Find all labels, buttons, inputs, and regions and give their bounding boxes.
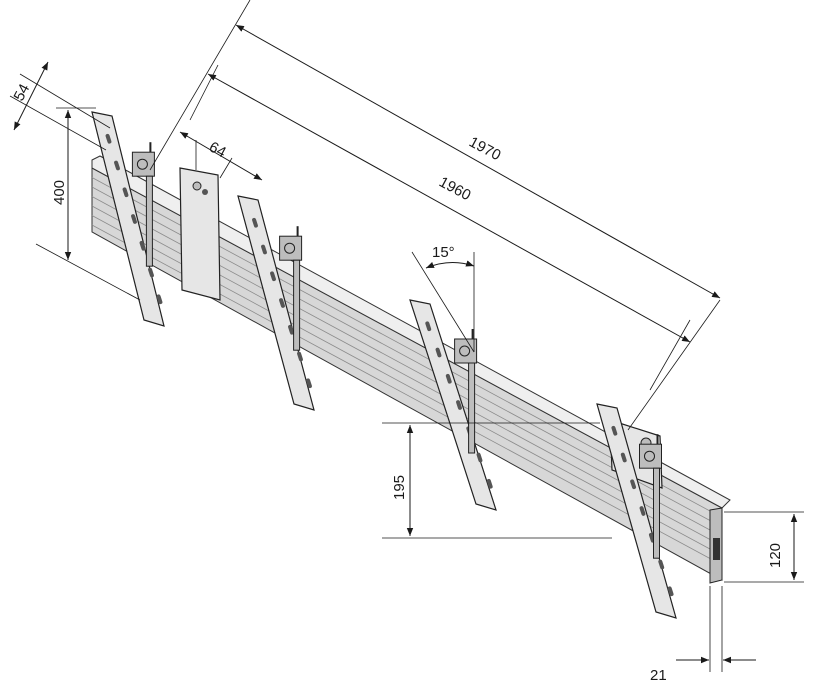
support-arm: [653, 467, 660, 559]
locking-knob: [644, 450, 655, 462]
label-mount-offset: 64: [206, 139, 229, 162]
label-rail-height: 120: [767, 543, 784, 568]
label-bracket-depth: 54: [11, 81, 34, 104]
dimension-bracket-depth: 54: [9, 61, 111, 151]
dimension-rail-height: 120: [724, 511, 804, 583]
tilt-bracket: [409, 299, 497, 511]
locking-knob: [459, 345, 471, 357]
dimension-rail-depth: 21: [650, 586, 756, 684]
locking-knob: [284, 242, 296, 254]
dimension-hole-spacing: 195: [382, 422, 612, 539]
label-hole-spacing: 195: [391, 475, 408, 500]
support-arm: [293, 259, 301, 351]
tilt-bracket: [596, 403, 677, 619]
label-bracket-height: 400: [51, 180, 68, 205]
support-arm: [468, 362, 476, 454]
label-rail-length: 1960: [436, 174, 473, 205]
tilt-bracket: [91, 111, 165, 327]
locking-knob: [136, 158, 148, 170]
dimension-bracket-height: 400: [35, 107, 141, 301]
label-tilt-angle: 15°: [432, 244, 455, 261]
rail-end-clip: [713, 538, 720, 560]
dimension-mount-offset: 64: [179, 131, 263, 181]
label-total-length: 1970: [466, 134, 503, 165]
wall-plate-left: [179, 167, 221, 301]
label-rail-depth: 21: [650, 667, 667, 684]
support-arm: [145, 175, 153, 267]
dimension-tilt-angle: 15°: [411, 244, 475, 353]
